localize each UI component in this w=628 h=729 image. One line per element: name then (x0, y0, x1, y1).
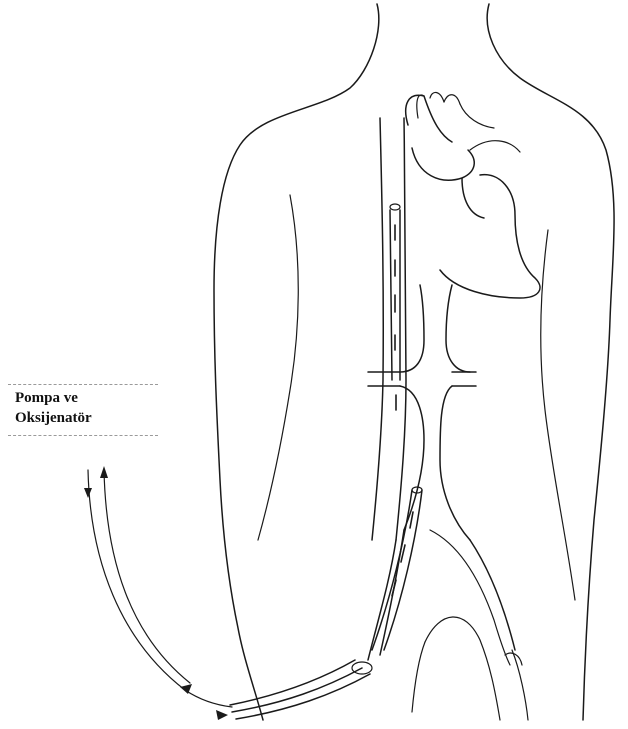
abdominal-aorta-right (440, 386, 470, 540)
torso-outline (214, 4, 614, 720)
right-body-contour (487, 4, 614, 720)
cannula (372, 204, 422, 650)
upper-cannula-tip (390, 204, 400, 210)
left-atrium-top (470, 141, 520, 152)
pump-oxygenator-label: Pompa ve Oksijenatör (8, 384, 158, 436)
arrow-left-icon (180, 684, 192, 694)
heart (406, 92, 540, 298)
arrow-down-icon (84, 488, 92, 498)
external-tubing (84, 466, 372, 720)
vena-cava-right-wall (396, 118, 406, 540)
vessel-branch-2 (430, 92, 444, 102)
aorta-right-upper (446, 285, 470, 372)
inner-thigh-curve (425, 617, 500, 720)
right-arm-crease (541, 230, 575, 600)
left-thigh-line (412, 642, 425, 712)
left-arm-crease (258, 195, 298, 540)
vessel-branch-3 (444, 95, 460, 104)
vessel-branch-4 (460, 104, 494, 128)
left-body-contour (214, 4, 379, 720)
heart-outline (440, 175, 540, 298)
left-iliac-inner (380, 530, 404, 655)
return-line (88, 470, 232, 707)
arrow-up-icon (100, 466, 108, 478)
outflow-line (104, 470, 190, 683)
vessel-branch-1 (417, 95, 424, 118)
great-vessels-trunk (368, 118, 476, 540)
vena-cava-left-wall (372, 118, 383, 540)
pulmonary-trunk (462, 178, 484, 218)
label-line-pump: Pompa ve (15, 390, 78, 407)
aorta-left-upper (400, 285, 424, 372)
aortic-arch-left (406, 95, 452, 142)
tubing-line-1 (230, 660, 355, 705)
label-line-oxygenator: Oksijenatör (15, 410, 92, 427)
upper-cannula-tube-left (390, 210, 392, 380)
aortic-root (412, 148, 474, 180)
iliac-vessels (368, 530, 522, 665)
arrow-right-icon (216, 710, 228, 720)
